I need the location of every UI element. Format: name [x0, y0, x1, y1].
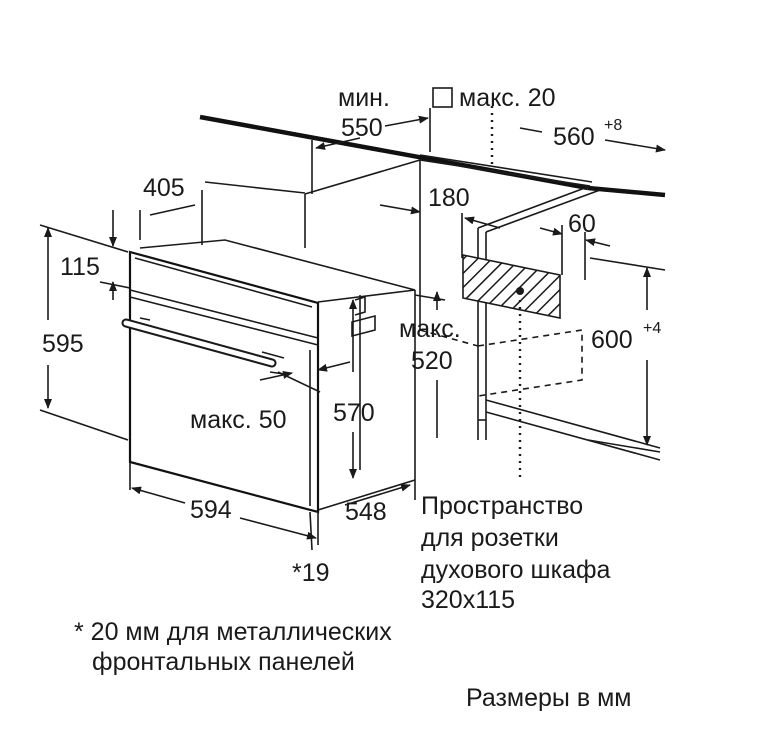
- label-550: 550: [341, 114, 383, 142]
- label-520: 520: [411, 347, 453, 375]
- label-600: 600: [591, 326, 633, 354]
- socket-caption-line2: для розетки: [421, 524, 559, 552]
- label-570: 570: [333, 399, 375, 427]
- label-180: 180: [428, 184, 470, 212]
- footnote-line2: фронтальных панелей: [92, 648, 355, 676]
- label-19: *19: [292, 559, 330, 587]
- label-594: 594: [190, 496, 232, 524]
- label-115: 115: [60, 253, 100, 281]
- units-note: Размеры в мм: [466, 684, 631, 712]
- socket-caption-line3: духового шкафа: [421, 556, 611, 584]
- label-600-tolerance: +4: [643, 320, 661, 337]
- label-max20: макс. 20: [459, 84, 556, 112]
- label-max50: макс. 50: [190, 406, 287, 434]
- label-405: 405: [143, 174, 185, 202]
- label-min: мин.: [338, 84, 390, 112]
- label-560: 560: [553, 123, 595, 151]
- label-60: 60: [568, 210, 596, 238]
- footnote-line1: * 20 мм для металлических: [74, 618, 392, 646]
- socket-space: [462, 254, 561, 319]
- label-595: 595: [42, 330, 84, 358]
- cabinet-niche: [304, 159, 661, 461]
- label-548: 548: [345, 498, 387, 526]
- label-max: макс.: [399, 315, 461, 343]
- square-icon: [432, 87, 453, 108]
- socket-caption-line4: 320x115: [421, 586, 515, 614]
- dimension-lines: [39, 106, 666, 551]
- oven-body: [121, 239, 416, 514]
- socket-caption-line1: Пространство: [421, 492, 583, 520]
- label-560-tolerance: +8: [604, 117, 622, 134]
